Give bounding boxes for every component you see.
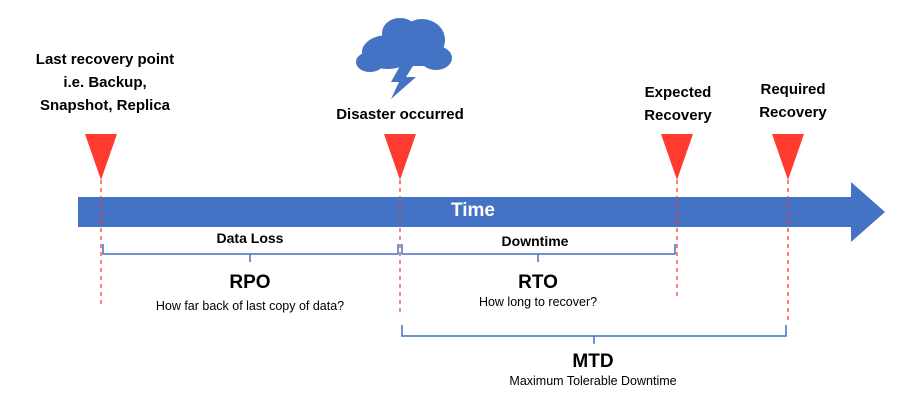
required-recovery-marker [772, 134, 804, 180]
mtd-bracket [401, 325, 787, 344]
expected-recovery-marker [661, 134, 693, 180]
required-recovery-line-1: Required [760, 81, 826, 98]
rpo-title: RPO [229, 272, 271, 293]
time-arrow [78, 182, 885, 242]
data-loss-label: Data Loss [216, 230, 284, 246]
disaster-occurred-label: Disaster occurred [336, 106, 464, 123]
last-recovery-line-1: Last recovery point [35, 51, 175, 68]
mtd-title: MTD [572, 351, 614, 372]
last-recovery-point-label: Last recovery point i.e. Backup, Snapsho… [10, 48, 200, 117]
rpo-subtitle: How far back of last copy of data? [155, 299, 345, 313]
time-label: Time [450, 200, 495, 221]
last-recovery-marker [85, 134, 117, 180]
expected-recovery-label: Expected Recovery [628, 81, 728, 127]
required-recovery-label: Required Recovery [743, 78, 843, 124]
last-recovery-line-2: i.e. Backup, [63, 74, 147, 91]
last-recovery-line-3: Snapshot, Replica [39, 97, 171, 114]
rto-title: RTO [518, 272, 558, 293]
expected-recovery-line-2: Recovery [644, 107, 712, 124]
rto-subtitle: How long to recover? [478, 295, 598, 309]
expected-recovery-line-1: Expected [644, 84, 712, 101]
downtime-bracket [401, 244, 676, 262]
data-loss-bracket [102, 244, 399, 262]
disaster-marker [384, 134, 416, 180]
storm-cloud-icon [356, 18, 452, 99]
downtime-label: Downtime [501, 233, 569, 249]
mtd-subtitle: Maximum Tolerable Downtime [509, 374, 677, 388]
required-recovery-line-2: Recovery [759, 104, 827, 121]
